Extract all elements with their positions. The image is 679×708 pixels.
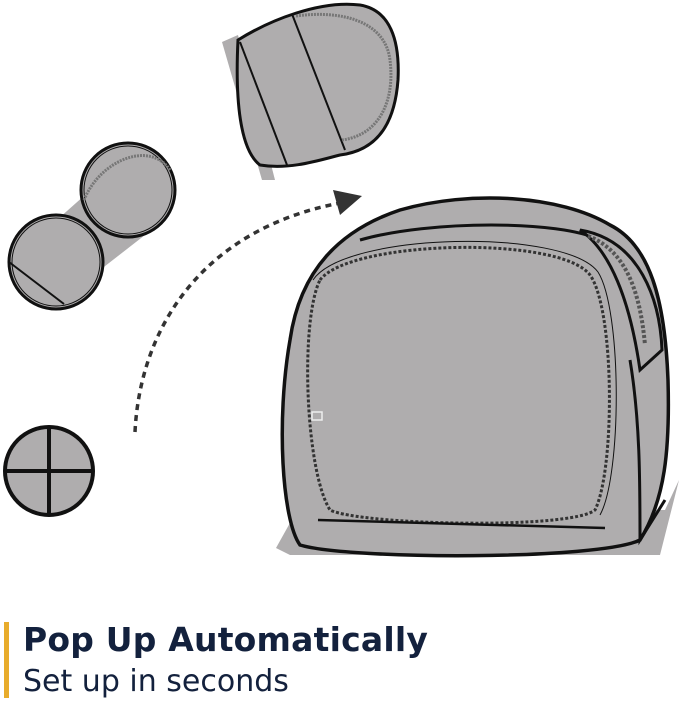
opening-panels-icon <box>222 2 400 180</box>
accent-bar <box>4 622 9 698</box>
feature-title: Pop Up Automatically <box>23 620 429 659</box>
feature-caption: Pop Up Automatically Set up in seconds <box>0 620 679 700</box>
folded-disc-icon <box>3 425 95 517</box>
twin-discs-icon <box>7 141 177 311</box>
dotted-curved-arrow-icon <box>133 190 362 433</box>
tent-illustration <box>3 2 679 558</box>
feature-subtitle: Set up in seconds <box>23 664 289 699</box>
tent-icon <box>276 196 679 558</box>
